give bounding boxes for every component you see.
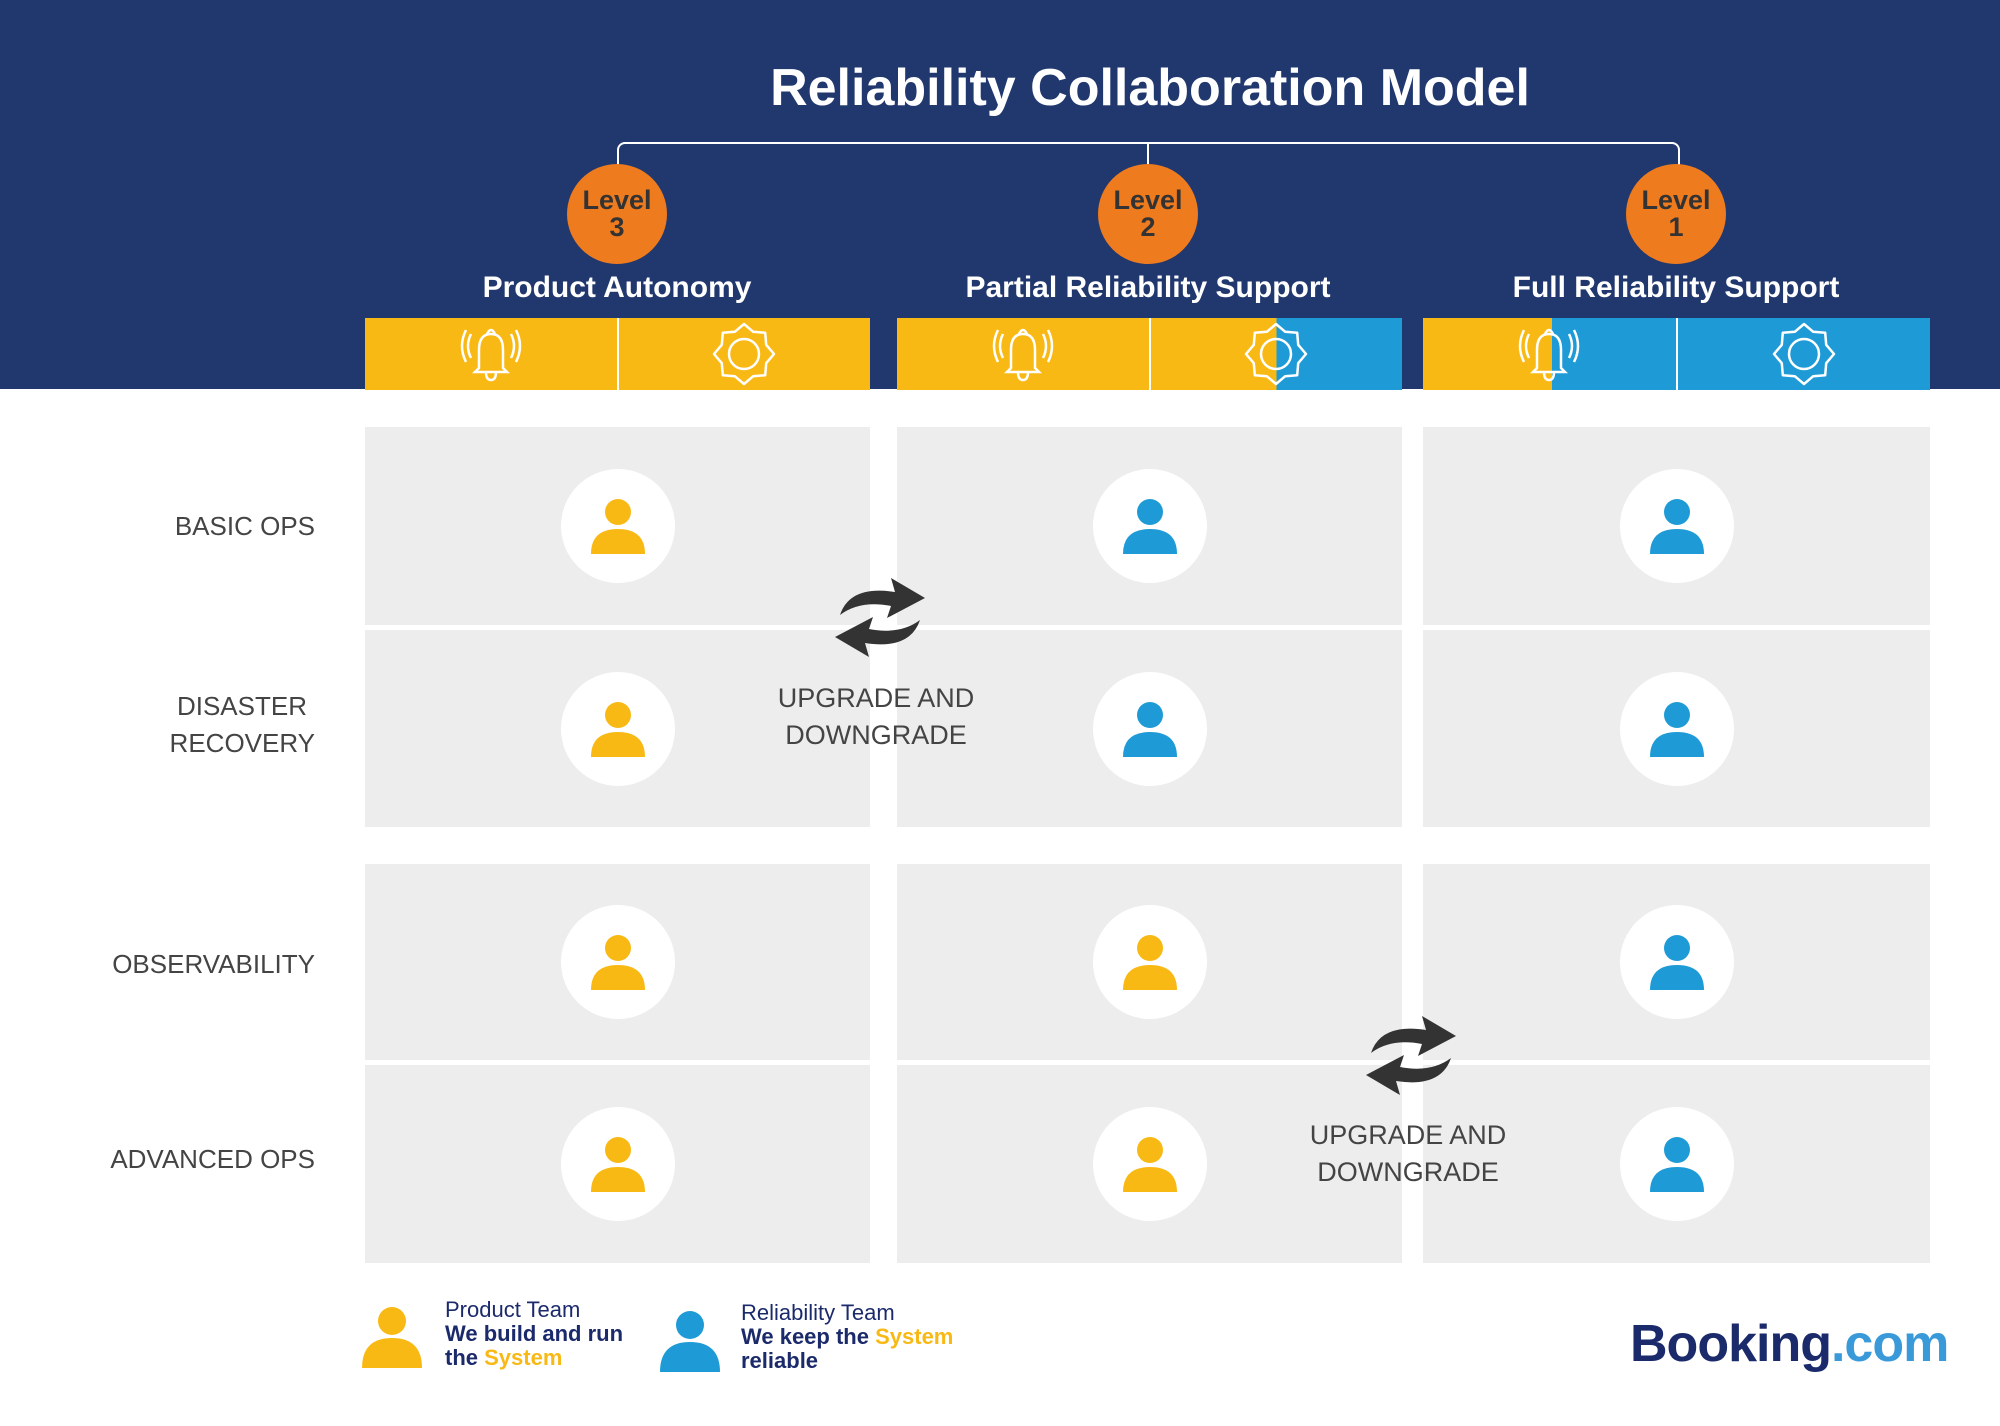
- row-label: BASIC OPS: [174, 511, 315, 541]
- ops-segment: [616, 318, 870, 390]
- grid-cell: [365, 427, 870, 625]
- product-team-avatar: [1092, 905, 1207, 1019]
- column-label: Partial Reliability Support: [965, 271, 1331, 304]
- grid-cell: [1423, 864, 1930, 1060]
- reliability-team-avatar: [1092, 469, 1207, 583]
- grid-cell: [897, 1065, 1402, 1263]
- column-label: Full Reliability Support: [1512, 271, 1840, 304]
- reliability-team-avatar: [1619, 671, 1734, 786]
- grid-cell: [365, 864, 870, 1060]
- grid-cell: [897, 630, 1402, 827]
- bell-icon: [460, 328, 521, 382]
- row-label: OBSERVABILITY: [112, 949, 315, 979]
- page-title: Reliability Collaboration Model: [770, 59, 1530, 117]
- person-icon: [1649, 934, 1705, 990]
- person-icon: [1122, 934, 1178, 990]
- alert-segment: [1423, 318, 1676, 390]
- person-icon: [590, 1136, 646, 1192]
- reliability-team-avatar: [1092, 671, 1207, 786]
- swap-arrows-icon: [835, 578, 925, 657]
- grid-cell: [365, 1065, 870, 1263]
- reliability-team-avatar: [1619, 905, 1734, 1019]
- responsibility-bar: [897, 318, 1402, 390]
- alert-segment: [897, 318, 1149, 390]
- grid-cell: [365, 630, 870, 827]
- person-icon: [590, 934, 646, 990]
- grid-cell: [897, 427, 1402, 625]
- person-icon: [1649, 701, 1705, 757]
- booking-logo: Booking.com: [1630, 1315, 1949, 1373]
- swap-arrows-icon: [1366, 1016, 1456, 1095]
- alert-segment: [365, 318, 617, 390]
- connector-line: [1147, 142, 1149, 166]
- product-team-avatar: [1092, 1107, 1207, 1221]
- person-icon: [1122, 498, 1178, 554]
- bell-icon: [1519, 328, 1580, 382]
- grid-cell: [897, 864, 1402, 1060]
- bell-icon: [992, 328, 1053, 382]
- ops-segment: [1675, 318, 1930, 390]
- legend-product: Product Team We build and run the System: [445, 1297, 624, 1370]
- reliability-team-avatar: [1619, 469, 1734, 583]
- column-label: Product Autonomy: [482, 271, 752, 304]
- product-team-avatar: [560, 469, 675, 583]
- product-team-avatar: [560, 1107, 675, 1221]
- person-icon: [590, 701, 646, 757]
- row-label: ADVANCED OPS: [110, 1144, 315, 1174]
- grid-cell: [1423, 1065, 1930, 1263]
- person-icon: [590, 498, 646, 554]
- legend-reliability: Reliability Team We keep the System reli…: [741, 1300, 954, 1373]
- grid-cell: [1423, 630, 1930, 827]
- product-team-avatar: [560, 671, 675, 786]
- responsibility-bar: [1423, 318, 1930, 390]
- gear-icon: [1772, 322, 1835, 386]
- product-team-avatar: [560, 905, 675, 1019]
- reliability-team-avatar: [1619, 1107, 1734, 1221]
- person-icon: [1649, 498, 1705, 554]
- person-icon: [1649, 1136, 1705, 1192]
- reliability-team-person-icon: [660, 1311, 720, 1372]
- gear-icon: [1245, 322, 1308, 386]
- grid-cell: [1423, 427, 1930, 625]
- responsibility-bar: [365, 318, 870, 390]
- product-team-person-icon: [362, 1307, 422, 1368]
- ops-segment: [1148, 318, 1402, 390]
- person-icon: [1122, 1136, 1178, 1192]
- gear-icon: [713, 322, 776, 386]
- person-icon: [1122, 701, 1178, 757]
